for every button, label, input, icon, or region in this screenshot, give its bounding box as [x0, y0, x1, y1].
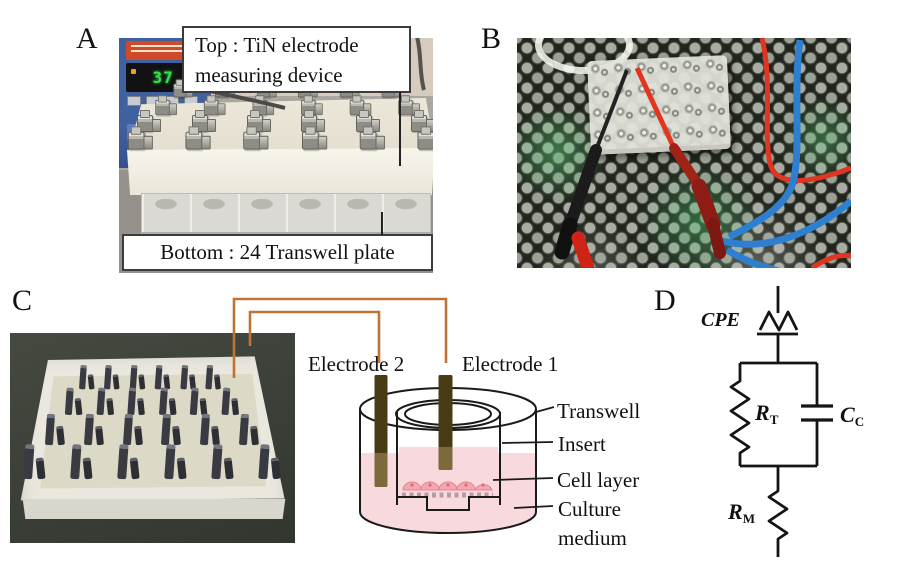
transwell-outline [359, 387, 537, 534]
electrode-pin-row [22, 441, 282, 479]
cell-layer-label: Cell layer [557, 468, 640, 492]
cell-nuclei-dots [410, 483, 485, 487]
cpe-label: CPE [701, 309, 740, 331]
insert-label: Insert [558, 432, 606, 456]
blue-wire-2 [721, 198, 851, 248]
label-box-top: Top : TiN electrode measuring device [182, 26, 411, 93]
electrode-pin-row [44, 411, 260, 445]
label-box-bottom: Bottom : 24 Transwell plate [122, 234, 433, 271]
resistor-rm-symbol [767, 466, 789, 557]
panel-d-letter: D [654, 284, 676, 317]
probes-and-wires [554, 38, 851, 268]
red-probe-tail [707, 218, 726, 259]
culture-medium-line2: medium [558, 526, 627, 550]
resistor-rt-symbol [729, 363, 751, 466]
cc-label: CC [840, 402, 865, 429]
culture-medium-fill [360, 453, 536, 533]
panel-c-photo [10, 333, 295, 543]
cell-layer-shape [402, 481, 493, 491]
cpe-symbol [758, 310, 799, 332]
leader-line-top [399, 92, 401, 166]
black-probe-body [564, 144, 602, 231]
leader-line-bottom [381, 212, 383, 235]
panel-b-letter: B [481, 22, 502, 55]
red-wire [759, 38, 851, 183]
label-top-line2: measuring device [195, 63, 343, 87]
insert-outline [395, 399, 501, 511]
electrode-2-submerged [374, 453, 388, 487]
transwell-label: Transwell [557, 399, 641, 423]
electrode-tray-front [22, 499, 286, 519]
controller-sticker [126, 41, 198, 60]
rt-label: RT [755, 400, 779, 427]
electrode-2-label: Electrode 2 [308, 352, 405, 376]
black-probe-clip [554, 217, 578, 260]
red-clip-handle [571, 231, 595, 268]
panel-a-letter: A [76, 22, 98, 55]
culture-medium-line1: Culture [558, 497, 621, 521]
blue-wire-3 [725, 246, 781, 268]
electrode-bars [374, 375, 453, 487]
electrode-screws [127, 79, 433, 150]
red-wire-corner [810, 253, 851, 268]
insert-medium-fill [399, 447, 498, 499]
electrode-1-submerged [438, 447, 453, 470]
label-bottom-text: Bottom : 24 Transwell plate [160, 240, 395, 264]
panel-c-letter: C [12, 284, 33, 317]
callout-leaders [492, 406, 555, 509]
rm-label: RM [728, 499, 755, 526]
display-indicator-dot [131, 69, 136, 74]
black-probe-tip [594, 69, 629, 151]
red-probe-body [691, 178, 721, 232]
red-probe-neck [669, 143, 704, 191]
label-top-line1: Top : TiN electrode [195, 33, 359, 57]
electrode-1-label: Electrode 1 [462, 352, 559, 376]
culture-medium-label: Culture medium [558, 495, 627, 553]
blue-wire-1 [727, 39, 804, 241]
panel-b-photo [517, 38, 851, 268]
electrode-device-front-face [127, 148, 433, 195]
red-probe-tip [634, 66, 677, 150]
electrode-2-bar [374, 375, 388, 454]
electrode-1-bar [438, 375, 453, 448]
cable-right [415, 38, 426, 91]
